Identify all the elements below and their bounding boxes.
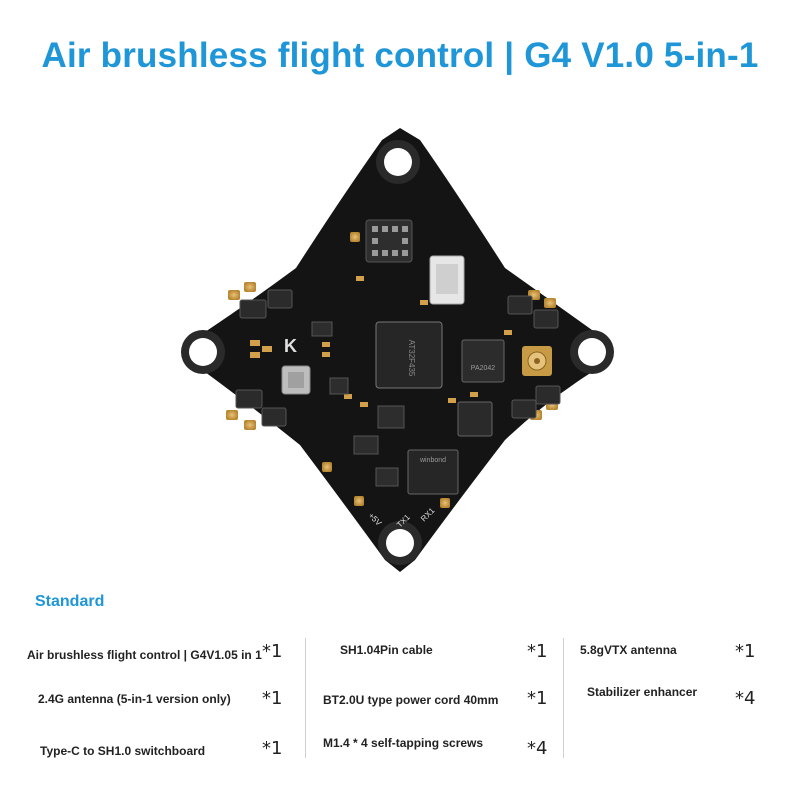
package-item-name: 5.8gVTX antenna <box>580 643 677 657</box>
flash-chip-label: winbond <box>419 457 446 464</box>
package-item-name: SH1.04Pin cable <box>340 643 433 657</box>
package-item-name: Air brushless flight control | G4V1.05 i… <box>27 648 262 662</box>
package-item-qty: *4 <box>527 738 548 759</box>
mounting-hole-bottom <box>378 521 422 565</box>
package-item-qty: *1 <box>262 641 283 662</box>
silkscreen-logo: K <box>284 336 297 356</box>
package-item-qty: *1 <box>735 641 756 662</box>
column-divider <box>305 638 306 758</box>
gyro-chip <box>365 219 413 263</box>
package-item-name: M1.4 * 4 self-tapping screws <box>323 736 484 750</box>
vtx-chip <box>457 401 493 437</box>
receiver-chip-label: PA2042 <box>471 365 495 372</box>
standard-section-label: Standard <box>35 593 105 610</box>
package-item-name: 2.4G antenna (5-in-1 version only) <box>38 692 231 706</box>
package-item-qty: *1 <box>527 641 548 662</box>
passive-components <box>250 276 512 407</box>
mounting-hole-left <box>181 330 225 374</box>
package-item-name: Stabilizer enhancer <box>587 685 698 699</box>
esc-mosfets <box>235 289 561 427</box>
mcu-chip: AT32F435 <box>375 321 443 389</box>
small-ics <box>311 321 405 487</box>
package-item-qty: *1 <box>527 688 548 709</box>
package-item-qty: *4 <box>735 688 756 709</box>
package-item-name: Type-C to SH1.0 switchboard <box>40 744 206 758</box>
mounting-hole-top <box>376 140 420 184</box>
column-divider <box>563 638 564 758</box>
mounting-hole-right <box>570 330 614 374</box>
receiver-chip: PA2042 <box>461 339 505 383</box>
flash-chip: winbond <box>407 449 459 495</box>
package-item-qty: *1 <box>262 688 283 709</box>
mcu-chip-label: AT32F435 <box>407 340 416 377</box>
page-title: Air brushless flight control | G4 V1.0 5… <box>41 36 759 75</box>
package-item-name: BT2.0U type power cord 40mm <box>323 693 499 707</box>
package-item-qty: *1 <box>262 738 283 759</box>
ipex-antenna-connector <box>522 346 552 376</box>
